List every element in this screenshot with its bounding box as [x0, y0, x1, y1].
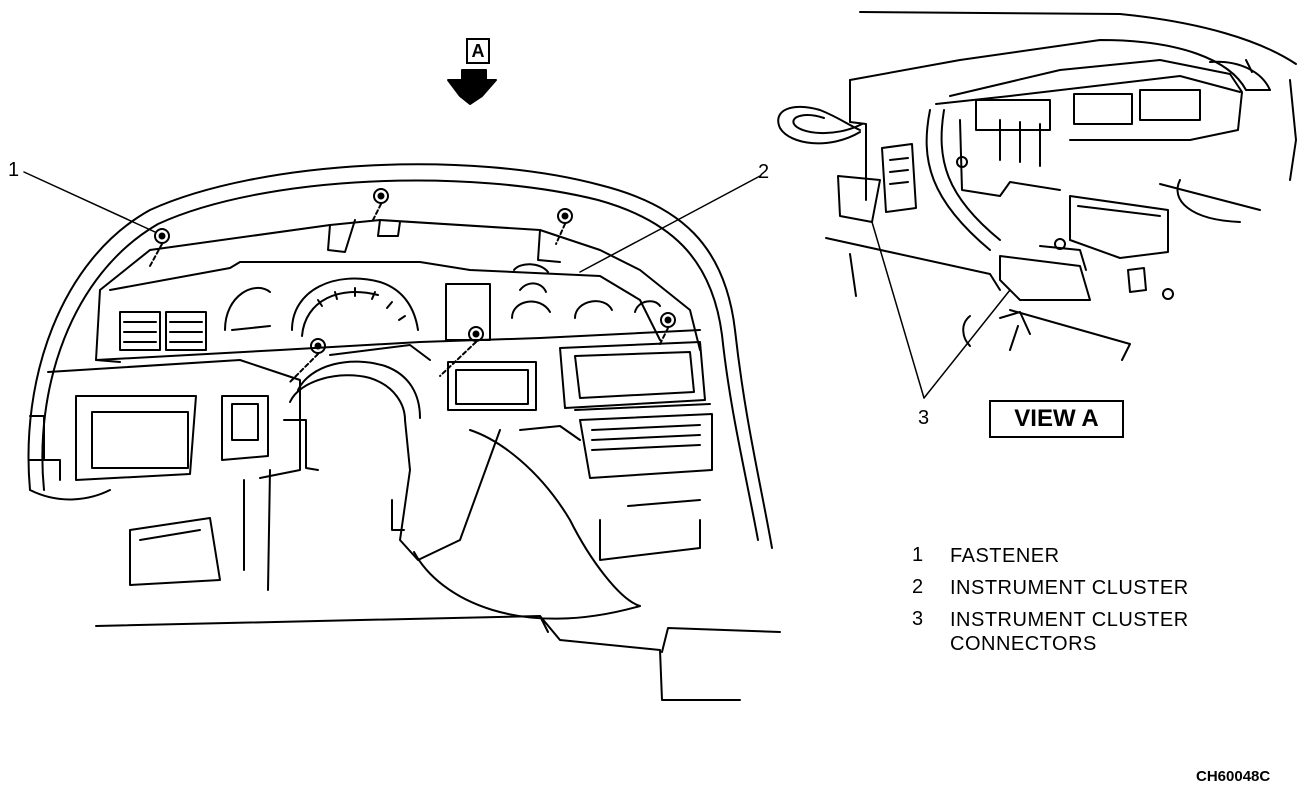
callout-1: 1 [8, 159, 20, 181]
figure-code: CH60048C [1196, 768, 1271, 785]
fastener-1e [468, 326, 484, 342]
view-a-label: VIEW A [989, 400, 1124, 438]
view-direction-arrow-icon [447, 69, 497, 105]
view-a-leader-lines [871, 221, 1011, 399]
legend-text: INSTRUMENT CLUSTER CONNECTORS [950, 609, 1189, 655]
leader-lines [23, 171, 761, 273]
legend-number: 1 [912, 544, 924, 566]
center-console [129, 429, 701, 620]
radio-area [447, 341, 713, 479]
legend-number: 2 [912, 576, 924, 598]
view-a-label-text: VIEW A [1014, 405, 1099, 432]
legend-item: 2 INSTRUMENT CLUSTER [912, 576, 1189, 600]
view-a-marker: A [466, 38, 490, 64]
steering-column-opening [289, 344, 501, 561]
legend-item: 1 FASTENER [912, 544, 1189, 568]
cluster-bezel [95, 219, 701, 363]
view-a-marker-letter: A [471, 40, 485, 61]
fasteners [149, 188, 676, 383]
callout-3: 3 [918, 407, 930, 429]
lower-left-structure [29, 359, 319, 481]
fastener-1b [373, 188, 389, 204]
fastener-1d [660, 312, 676, 328]
fastener-1a [154, 228, 170, 244]
dashboard-outline [27, 163, 781, 701]
left-vents [119, 311, 207, 351]
legend: 1 FASTENER 2 INSTRUMENT CLUSTER 3 INSTRU… [912, 544, 1189, 656]
fastener-1c [557, 208, 573, 224]
callout-2: 2 [758, 161, 770, 183]
view-a-detail [777, 11, 1297, 361]
fastener-1f [310, 338, 326, 354]
gauges [224, 263, 661, 341]
legend-number: 3 [912, 608, 924, 630]
legend-item: 3 INSTRUMENT CLUSTER CONNECTORS [912, 608, 1189, 656]
legend-text: INSTRUMENT CLUSTER [950, 577, 1189, 599]
legend-text: FASTENER [950, 545, 1060, 567]
